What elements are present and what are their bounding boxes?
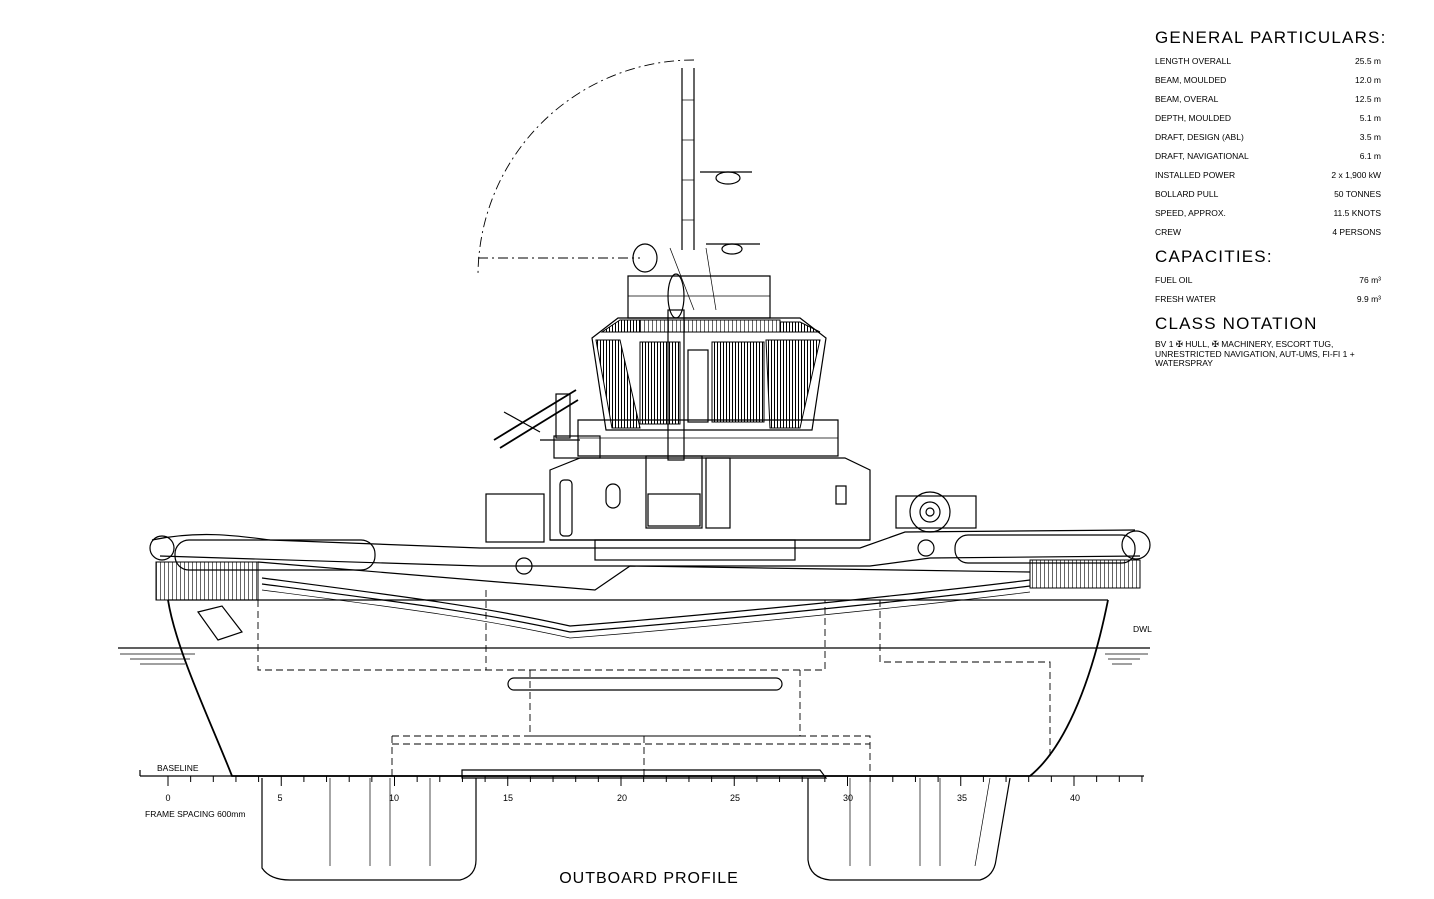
particular-label: INSTALLED POWER	[1155, 170, 1236, 180]
particular-label: DRAFT, NAVIGATIONAL	[1155, 151, 1249, 161]
hull	[149, 529, 1151, 881]
mast	[477, 59, 771, 461]
particular-label: DEPTH, MOULDED	[1155, 113, 1232, 123]
particular-row: BEAM, OVERAL 12.5 m	[1155, 92, 1381, 111]
general-particulars-title: GENERAL PARTICULARS:	[1155, 28, 1387, 47]
dwl-label: DWL	[1133, 624, 1152, 634]
capacity-row: FRESH WATER 9.9 m³	[1155, 292, 1381, 311]
particular-value: 25.5 m	[1355, 56, 1381, 66]
particular-row: DRAFT, DESIGN (ABL) 3.5 m	[1155, 130, 1381, 149]
wheelhouse	[577, 317, 839, 457]
particular-label: DRAFT, DESIGN (ABL)	[1155, 132, 1244, 142]
particular-value: 12.5 m	[1355, 94, 1381, 104]
frame-label: 10	[389, 793, 399, 803]
capacities-table: FUEL OIL 76 m³ FRESH WATER 9.9 m³	[1155, 273, 1381, 311]
crane	[493, 389, 580, 449]
general-particulars-table: LENGTH OVERALL 25.5 m BEAM, MOULDED 12.0 m…	[1155, 54, 1381, 244]
particular-label: CREW	[1155, 227, 1181, 237]
frame-scale	[139, 770, 1144, 777]
frame-label: 30	[843, 793, 853, 803]
particular-value: 12.0 m	[1355, 75, 1381, 85]
particular-row: LENGTH OVERALL 25.5 m	[1155, 54, 1381, 73]
baseline-label: BASELINE	[157, 763, 199, 773]
capacity-value: 9.9 m³	[1356, 294, 1381, 304]
capacities-title: CAPACITIES:	[1155, 247, 1273, 266]
capacity-value: 76 m³	[1359, 275, 1381, 285]
class-notation-title: CLASS NOTATION	[1155, 314, 1318, 333]
frame-label: 20	[617, 793, 627, 803]
particulars-panel: GENERAL PARTICULARS: LENGTH OVERALL 25.5 …	[1155, 28, 1387, 369]
particular-value: 4 PERSONS	[1332, 227, 1381, 237]
particular-value: 2 x 1,900 kW	[1331, 170, 1381, 180]
class-notation-text: BV 1 ✠ HULL, ✠ MACHINERY, ESCORT TUG, UN…	[1155, 339, 1355, 368]
particular-row: CREW 4 PERSONS	[1155, 225, 1381, 244]
particular-row: DEPTH, MOULDED 5.1 m	[1155, 111, 1381, 130]
frame-spacing-label: FRAME SPACING 600mm	[145, 809, 245, 819]
particular-label: SPEED, APPROX.	[1155, 208, 1226, 218]
particular-value: 6.1 m	[1359, 151, 1381, 161]
frame-label: 25	[730, 793, 740, 803]
frame-tick-labels: 0 5 10 15 20 25 30 35 40	[165, 793, 1080, 803]
particular-label: BEAM, OVERAL	[1155, 94, 1219, 104]
deckhouse	[485, 435, 871, 561]
frame-label: 35	[957, 793, 967, 803]
particular-label: BEAM, MOULDED	[1155, 75, 1227, 85]
particular-value: 11.5 KNOTS	[1333, 208, 1381, 218]
particular-value: 50 TONNES	[1334, 189, 1381, 199]
frame-tick-marks	[167, 776, 1143, 786]
particular-row: BEAM, MOULDED 12.0 m	[1155, 73, 1381, 92]
frame-label: 5	[277, 793, 282, 803]
frame-label: 40	[1070, 793, 1080, 803]
frame-label: 15	[503, 793, 513, 803]
waterline	[118, 647, 1150, 665]
frame-label: 0	[165, 793, 170, 803]
particular-label: LENGTH OVERALL	[1155, 56, 1232, 66]
particular-row: SPEED, APPROX. 11.5 KNOTS	[1155, 206, 1381, 225]
towing-winch	[515, 491, 977, 575]
drawing-title: OUTBOARD PROFILE	[559, 870, 739, 887]
capacity-row: FUEL OIL 76 m³	[1155, 273, 1381, 292]
capacity-label: FRESH WATER	[1155, 294, 1216, 304]
particular-value: 3.5 m	[1359, 132, 1381, 142]
particular-row: DRAFT, NAVIGATIONAL 6.1 m	[1155, 149, 1381, 168]
particular-row: BOLLARD PULL 50 TONNES	[1155, 187, 1381, 206]
particular-label: BOLLARD PULL	[1155, 189, 1219, 199]
capacity-label: FUEL OIL	[1155, 275, 1193, 285]
particular-row: INSTALLED POWER 2 x 1,900 kW	[1155, 168, 1381, 187]
particular-value: 5.1 m	[1359, 113, 1381, 123]
